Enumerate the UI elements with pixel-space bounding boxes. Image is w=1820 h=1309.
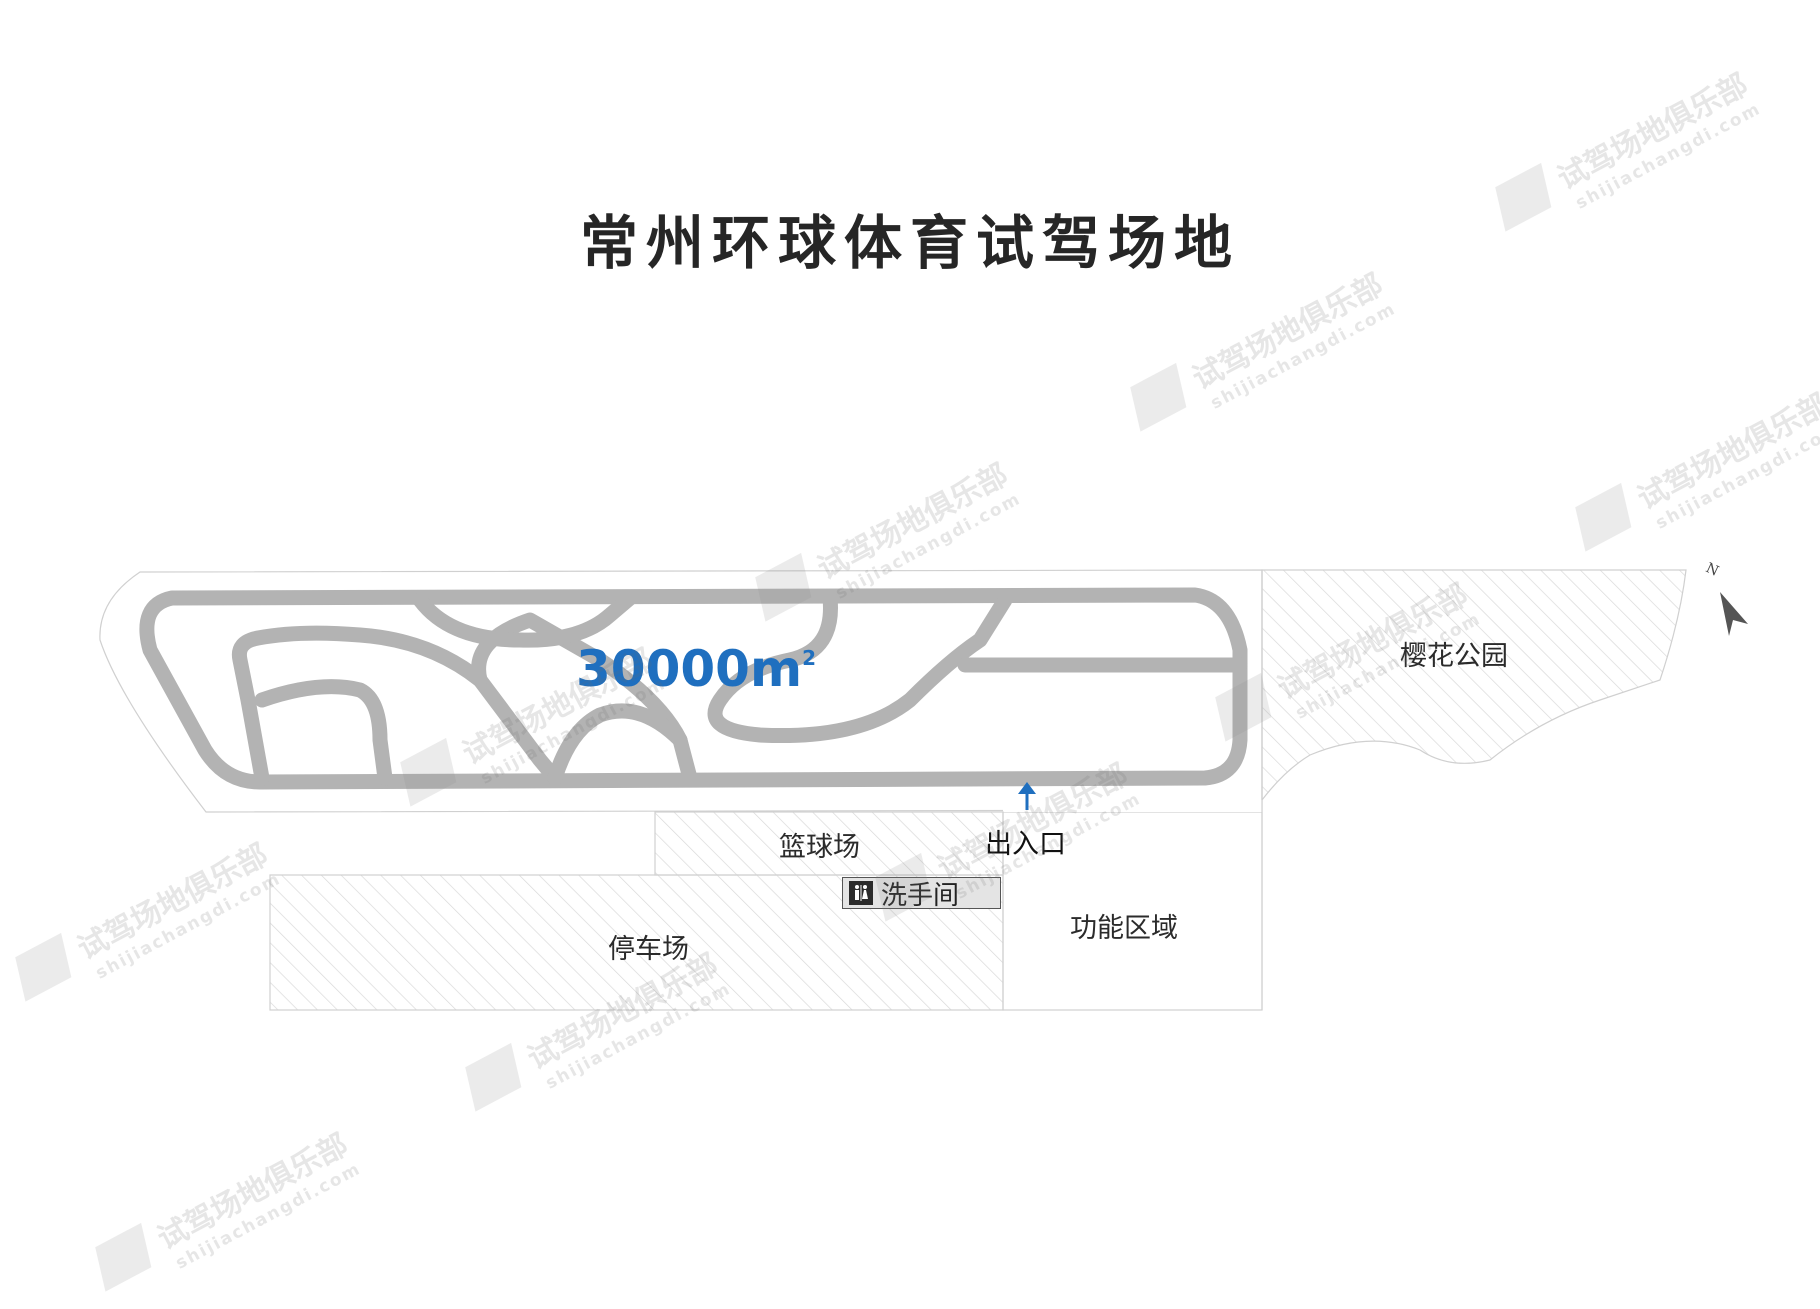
entrance-arrow-icon <box>1018 782 1036 810</box>
driving-track <box>139 587 1248 790</box>
restroom-label: 洗手间 <box>881 880 960 911</box>
function-zone <box>1002 811 1263 1011</box>
park-zone <box>1261 569 1687 802</box>
page-title: 常州环球体育试驾场地 <box>579 209 1240 277</box>
area-size-label: 30000m2 <box>576 640 816 698</box>
entrance-label: 出入口 <box>985 829 1066 860</box>
function-area-label: 功能区域 <box>1070 913 1178 944</box>
basketball-zone <box>654 811 1004 876</box>
track-zone-outline <box>99 569 1263 813</box>
compass-arrow-icon <box>1720 592 1748 636</box>
area-unit-superscript: 2 <box>802 646 816 670</box>
restroom-badge: 洗手间 <box>842 877 1001 911</box>
park-label: 樱花公园 <box>1400 641 1508 672</box>
function-zone-upper <box>1003 800 1262 812</box>
area-value: 30000m <box>576 640 803 698</box>
parking-label: 停车场 <box>608 934 689 965</box>
basketball-label: 篮球场 <box>779 832 860 863</box>
restroom-icon <box>849 881 873 905</box>
